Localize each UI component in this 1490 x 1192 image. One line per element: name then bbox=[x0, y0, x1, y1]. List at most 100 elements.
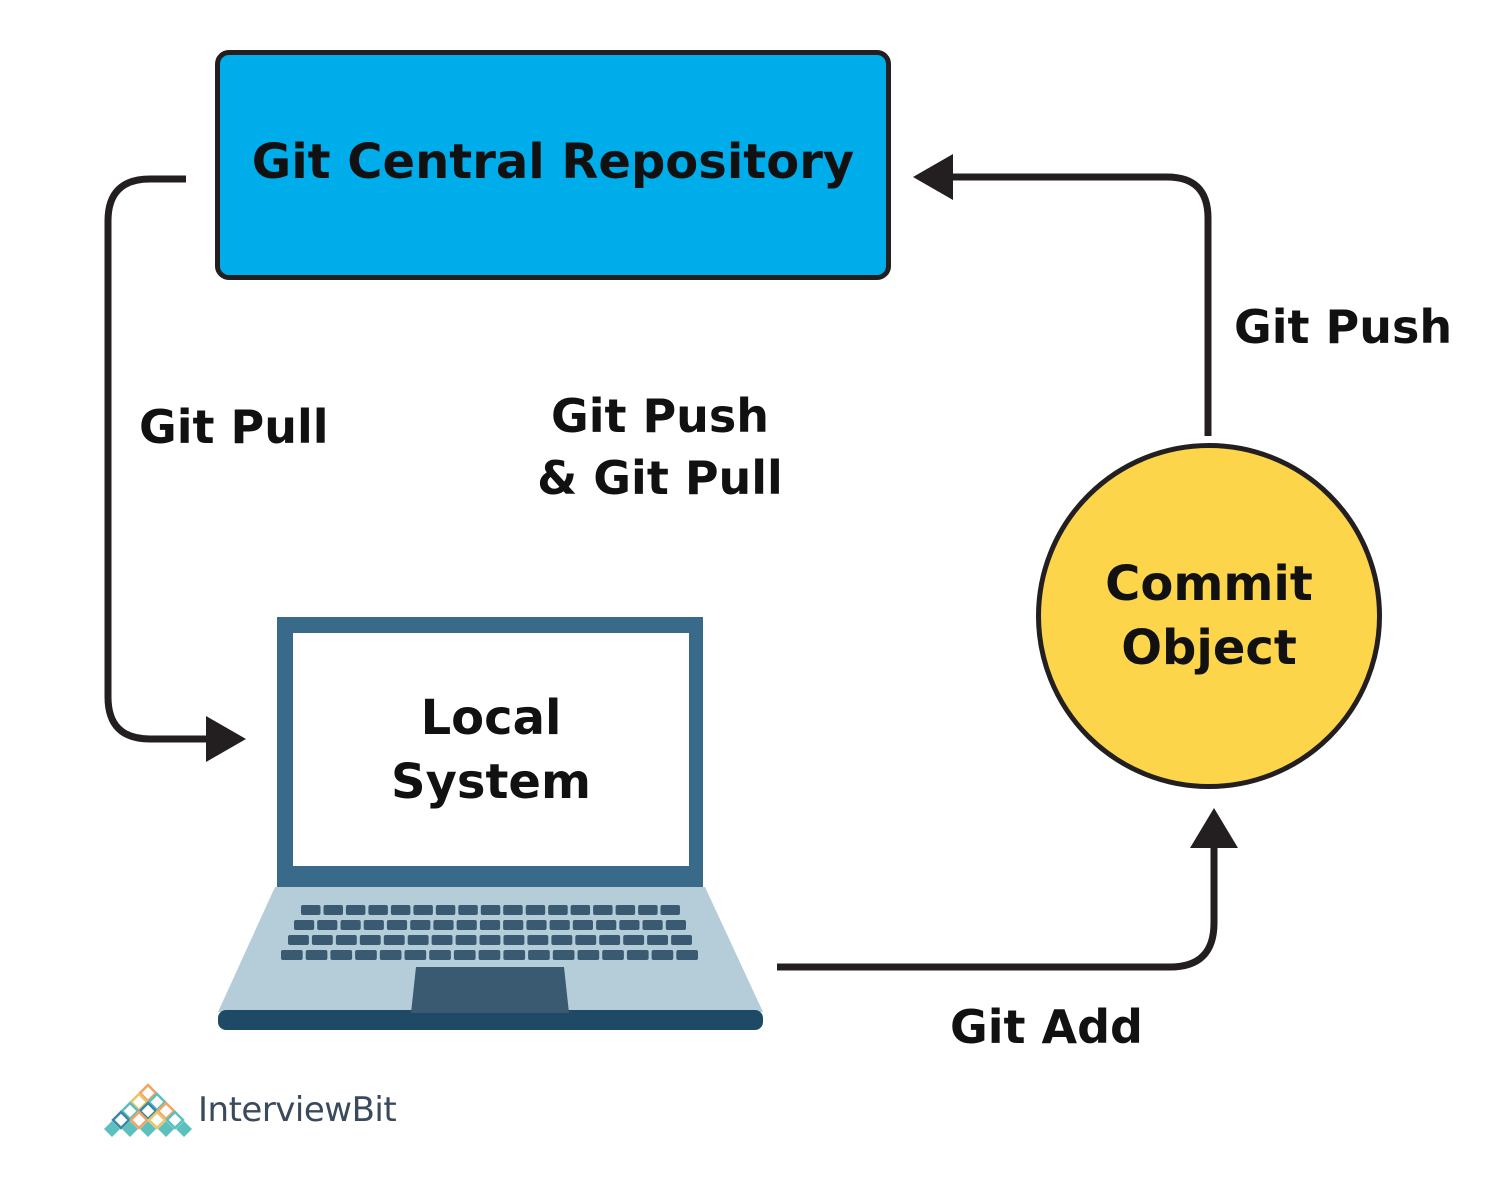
keyboard-key bbox=[575, 935, 597, 945]
keyboard-key bbox=[526, 920, 547, 930]
laptop-icon bbox=[218, 617, 763, 1030]
keyboard-key bbox=[642, 920, 663, 930]
keyboard-key bbox=[305, 950, 328, 960]
local-label-line-2: System bbox=[391, 753, 591, 810]
laptop-keyboard bbox=[281, 905, 698, 960]
keyboard-key bbox=[478, 950, 501, 960]
commit-node: Commit Object bbox=[1036, 443, 1382, 789]
push-connector bbox=[950, 173, 1212, 436]
keyboard-key bbox=[615, 905, 636, 915]
keyboard-key bbox=[288, 935, 309, 945]
brand-name: InterviewBit bbox=[198, 1090, 397, 1130]
keyboard-key bbox=[433, 920, 454, 930]
keyboard-key bbox=[453, 950, 476, 960]
keyboard-key bbox=[368, 905, 388, 915]
keyboard-key bbox=[359, 935, 381, 945]
logo-mark-space bbox=[104, 1082, 192, 1138]
keyboard-key bbox=[503, 950, 526, 960]
keyboard-key bbox=[383, 935, 405, 945]
keyboard-key bbox=[335, 935, 357, 945]
logo-tile bbox=[156, 1101, 176, 1121]
keyboard-key bbox=[593, 905, 613, 915]
keyboard-key bbox=[525, 905, 546, 915]
keyboard-key bbox=[431, 935, 453, 945]
repository-node: Git Central Repository bbox=[215, 50, 891, 280]
keyboard-key bbox=[599, 935, 621, 945]
keyboard-key bbox=[458, 905, 478, 915]
local-node-label: Local System bbox=[293, 633, 689, 866]
logo-tile bbox=[111, 1110, 131, 1130]
keyboard-key bbox=[651, 950, 674, 960]
local-label-line-1: Local bbox=[420, 689, 562, 746]
push-pull-label: Git Push & Git Pull bbox=[520, 385, 800, 509]
keyboard-key bbox=[552, 950, 575, 960]
commit-label-line-2: Object bbox=[1121, 620, 1297, 676]
keyboard-key bbox=[479, 935, 501, 945]
keyboard-key bbox=[619, 920, 640, 930]
pull-connector bbox=[104, 175, 208, 743]
logo-tile bbox=[129, 1110, 149, 1130]
logo-tile bbox=[122, 1121, 138, 1137]
keyboard-key bbox=[572, 920, 593, 930]
logo-tile bbox=[147, 1110, 167, 1130]
logo-tile bbox=[104, 1121, 120, 1137]
logo-tile bbox=[129, 1092, 149, 1112]
laptop-base bbox=[218, 887, 763, 1012]
keyboard-key bbox=[355, 950, 377, 960]
keyboard-key bbox=[570, 905, 591, 915]
keyboard-key bbox=[623, 935, 645, 945]
keyboard-key bbox=[330, 950, 353, 960]
laptop-base-edge bbox=[218, 1010, 763, 1030]
keyboard-key bbox=[413, 905, 433, 915]
keyboard-key bbox=[626, 950, 649, 960]
keyboard-key bbox=[407, 935, 429, 945]
interviewbit-logo-icon bbox=[104, 1083, 192, 1137]
logo-tile bbox=[138, 1101, 158, 1121]
keyboard-key bbox=[671, 935, 692, 945]
push-pull-label-line-1: Git Push bbox=[550, 389, 770, 443]
keyboard-key bbox=[435, 905, 456, 915]
keyboard-key bbox=[527, 935, 549, 945]
keyboard-key bbox=[455, 935, 477, 945]
logo-tile bbox=[138, 1083, 158, 1103]
keyboard-key bbox=[410, 920, 431, 930]
repository-label: Git Central Repository bbox=[251, 134, 855, 190]
keyboard-key bbox=[281, 950, 303, 960]
logo-tile bbox=[165, 1110, 185, 1130]
laptop-trackpad bbox=[411, 967, 569, 1013]
keyboard-key bbox=[548, 905, 568, 915]
keyboard-key bbox=[503, 905, 523, 915]
push-label: Git Push bbox=[1234, 300, 1453, 354]
keyboard-key bbox=[660, 905, 680, 915]
keyboard-key bbox=[429, 950, 451, 960]
keyboard-key bbox=[323, 905, 343, 915]
keyboard-key bbox=[301, 905, 321, 915]
keyboard-key bbox=[480, 905, 501, 915]
pull-arrowhead bbox=[206, 716, 246, 762]
keyboard-key bbox=[676, 950, 698, 960]
pull-label: Git Pull bbox=[139, 400, 329, 454]
keyboard-key bbox=[345, 905, 366, 915]
logo-tile bbox=[140, 1121, 156, 1137]
keyboard-key bbox=[456, 920, 477, 930]
keyboard-key bbox=[479, 920, 501, 930]
keyboard-key bbox=[386, 920, 408, 930]
logo-tile bbox=[176, 1121, 192, 1137]
keyboard-key bbox=[340, 920, 361, 930]
keyboard-key bbox=[665, 920, 686, 930]
push-arrowhead bbox=[913, 154, 953, 200]
keyboard-key bbox=[311, 935, 333, 945]
keyboard-key bbox=[390, 905, 411, 915]
add-connector bbox=[777, 845, 1218, 971]
keyboard-key bbox=[503, 920, 524, 930]
logo-tile bbox=[120, 1101, 140, 1121]
keyboard-key bbox=[647, 935, 668, 945]
keyboard-key bbox=[551, 935, 573, 945]
keyboard-key bbox=[596, 920, 617, 930]
keyboard-key bbox=[638, 905, 658, 915]
keyboard-key bbox=[549, 920, 570, 930]
keyboard-key bbox=[317, 920, 338, 930]
keyboard-key bbox=[404, 950, 427, 960]
